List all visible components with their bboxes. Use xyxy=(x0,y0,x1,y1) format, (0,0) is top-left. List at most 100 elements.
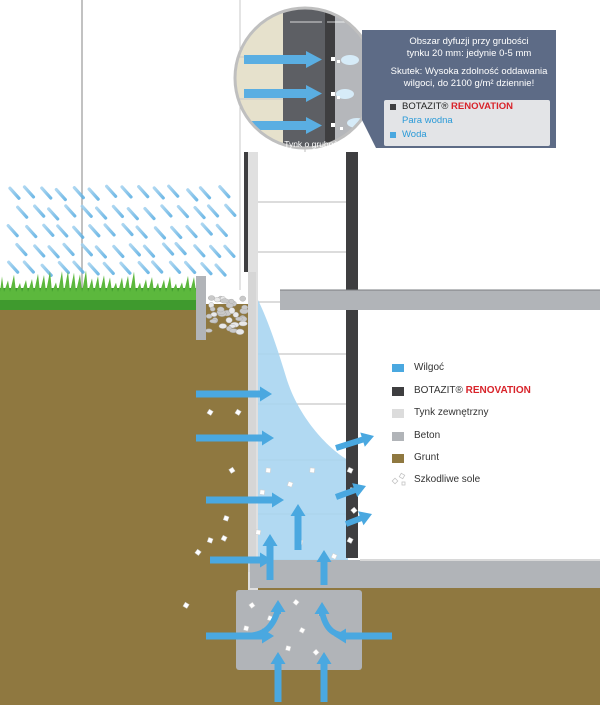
raindrop xyxy=(184,260,197,275)
raindrop xyxy=(119,261,132,275)
legend-swatch-plaster xyxy=(392,409,404,418)
legend-label-soil: Grunt xyxy=(414,452,440,463)
salt-crystal xyxy=(285,645,292,652)
raindrop xyxy=(174,242,187,256)
moisture-arrow xyxy=(316,652,332,702)
moisture-arrow xyxy=(270,600,286,614)
raindrop xyxy=(25,224,38,239)
ground-slab xyxy=(250,560,600,588)
raindrop xyxy=(80,204,93,218)
raindrop xyxy=(22,260,35,274)
raindrop xyxy=(87,187,100,201)
salt-crystal xyxy=(350,506,358,514)
moisture-arrow xyxy=(270,652,286,702)
brand-swatch xyxy=(390,104,396,110)
gravel-stone xyxy=(228,307,236,314)
legend-item-botazit: BOTAZIT® RENOVATION xyxy=(414,385,531,396)
raindrop xyxy=(102,261,115,276)
raindrop xyxy=(72,225,85,239)
raindrop xyxy=(126,207,139,221)
zoom-label: Tynk o grubości 20 mm xyxy=(277,138,351,162)
water-label: Woda xyxy=(402,129,427,140)
raindrop xyxy=(103,223,116,237)
raindrop xyxy=(193,206,206,220)
brand-prefix: BOTAZIT® xyxy=(402,101,449,112)
raindrop xyxy=(142,244,156,258)
legend-swatch-concrete xyxy=(392,432,404,441)
gravel-stone xyxy=(238,321,248,327)
gravel-stone xyxy=(235,328,245,335)
gravel-stone xyxy=(220,298,230,304)
legend-swatch-soil xyxy=(392,454,404,463)
salt-crystal xyxy=(346,467,354,474)
raindrop xyxy=(153,226,167,240)
raindrop xyxy=(47,207,60,221)
salt-crystal xyxy=(346,536,354,544)
rain xyxy=(6,184,237,277)
moisture-arrow xyxy=(196,386,272,402)
raindrop xyxy=(214,263,227,277)
salt-crystal xyxy=(206,408,214,416)
salt-crystal xyxy=(265,467,271,473)
raindrop xyxy=(218,185,231,199)
moisture-arrow xyxy=(334,483,366,500)
raindrop xyxy=(200,222,213,236)
zoom-label-line2: 20 mm xyxy=(301,151,327,161)
callout-text: Obszar dyfuzji przy grubości tynku 20 mm… xyxy=(388,36,550,90)
raindrop xyxy=(72,186,85,200)
legend-item-salts: Szkodliwe sole xyxy=(414,474,480,485)
raindrop xyxy=(209,244,222,259)
raindrop xyxy=(161,242,175,256)
legend-item-moisture: Wilgoć xyxy=(414,362,444,373)
botazit-layer-upper xyxy=(244,152,248,272)
raindrop xyxy=(80,243,93,257)
raindrop xyxy=(200,262,213,276)
legend-label-concrete: Beton xyxy=(414,430,441,441)
salt-crystal xyxy=(248,601,256,609)
raindrop xyxy=(47,245,60,259)
legend-label-moisture: Wilgoć xyxy=(414,362,445,373)
callout-legend-water: Woda xyxy=(390,128,545,142)
moisture-arrow xyxy=(335,432,374,451)
moisture-curve xyxy=(319,611,351,639)
botazit-renovation-layer xyxy=(346,152,358,558)
moisture-arrow xyxy=(262,534,278,580)
moisture-arrow xyxy=(344,511,372,527)
callout-legend-panel xyxy=(384,100,550,146)
raindrop xyxy=(135,225,148,239)
gravel-stone xyxy=(205,328,213,333)
legend-label-botazit-suffix: RENOVATION xyxy=(465,385,531,396)
raindrop xyxy=(223,244,236,258)
raindrop xyxy=(206,204,220,218)
raindrop xyxy=(128,243,141,257)
raindrop xyxy=(111,204,125,219)
raindrop xyxy=(7,260,20,274)
brand-suffix: RENOVATION xyxy=(451,101,513,112)
salt-crystal xyxy=(259,489,265,496)
moisture-arrow xyxy=(334,628,392,644)
raindrop xyxy=(170,225,183,240)
gravel-stone xyxy=(241,304,248,310)
effect-note-line2: wilgoci, do 2100 g/m² dziennie! xyxy=(403,78,535,89)
raindrop xyxy=(137,185,150,199)
raindrop xyxy=(40,186,53,200)
moisture-arrows xyxy=(196,386,392,702)
gravel-stone xyxy=(209,306,216,312)
gravel-stone xyxy=(225,317,233,324)
gravel-stone xyxy=(228,298,235,304)
salt-crystal xyxy=(255,529,262,536)
salt-crystal xyxy=(312,648,320,656)
gravel xyxy=(196,276,249,340)
moisture-arrow xyxy=(206,492,284,508)
raindrop xyxy=(33,244,46,258)
raindrop xyxy=(87,262,100,276)
raindrop xyxy=(56,224,69,238)
raindrop xyxy=(54,187,67,202)
salt-crystal xyxy=(243,625,250,632)
legend-label-botazit-prefix: BOTAZIT® xyxy=(414,385,463,396)
outer-plaster-lower xyxy=(248,272,256,572)
raindrop xyxy=(62,242,75,257)
raindrop xyxy=(120,185,133,199)
raindrop xyxy=(215,223,228,238)
callout-legend: BOTAZIT® RENOVATION Para wodna Woda xyxy=(390,100,545,142)
